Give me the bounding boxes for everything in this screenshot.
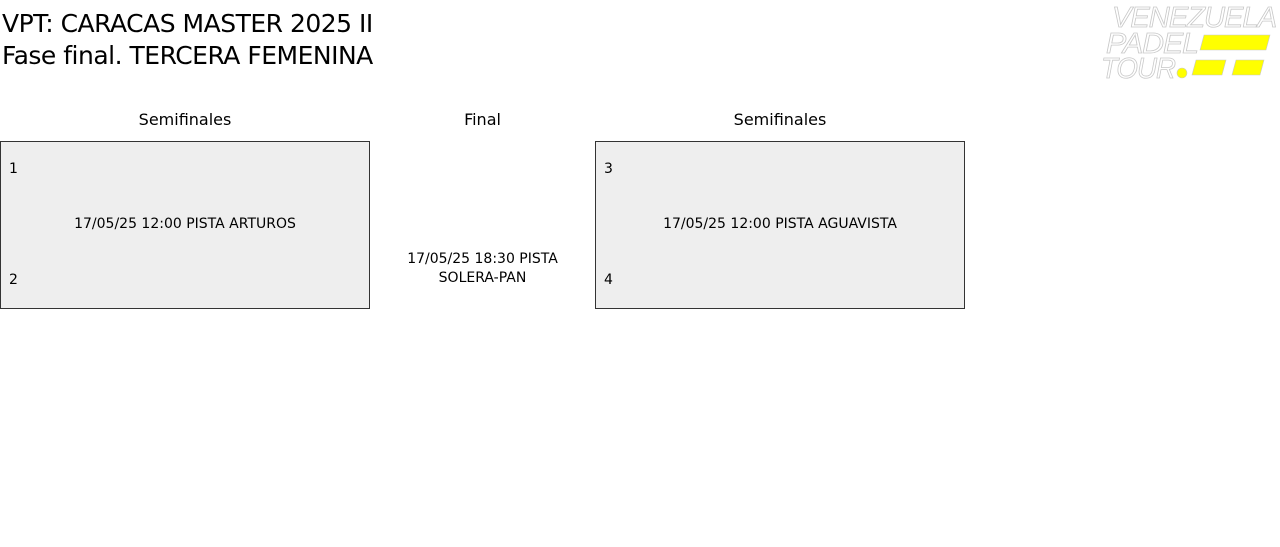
match-info: 17/05/25 12:00 PISTA ARTUROS xyxy=(74,216,296,232)
match-semifinal-right[interactable]: 3 17/05/25 12:00 PISTA AGUAVISTA 4 xyxy=(595,141,965,309)
seed-1: 1 xyxy=(9,161,18,177)
seed-3: 3 xyxy=(604,161,613,177)
match-semifinal-left[interactable]: 1 17/05/25 12:00 PISTA ARTUROS 2 xyxy=(0,141,370,309)
match-info: 17/05/25 12:00 PISTA AGUAVISTA xyxy=(663,216,897,232)
round-label-semifinal-right: Semifinales xyxy=(733,110,827,129)
page-title: VPT: CARACAS MASTER 2025 II Fase final. … xyxy=(2,8,373,72)
venezuela-padel-tour-logo: VENEZUELA PADEL TOUR xyxy=(1101,2,1278,82)
round-label-semifinal-left: Semifinales xyxy=(138,110,232,129)
svg-text:VENEZUELA: VENEZUELA xyxy=(1112,2,1276,34)
title-line-2: Fase final. TERCERA FEMENINA xyxy=(2,41,373,70)
match-final-info: 17/05/25 18:30 PISTA SOLERA-PAN xyxy=(407,251,558,286)
seed-2: 2 xyxy=(9,272,18,288)
title-line-1: VPT: CARACAS MASTER 2025 II xyxy=(2,9,373,38)
round-label-final: Final xyxy=(464,110,501,129)
svg-text:TOUR: TOUR xyxy=(1101,53,1176,82)
seed-4: 4 xyxy=(604,272,613,288)
svg-text:PADEL: PADEL xyxy=(1106,28,1198,60)
